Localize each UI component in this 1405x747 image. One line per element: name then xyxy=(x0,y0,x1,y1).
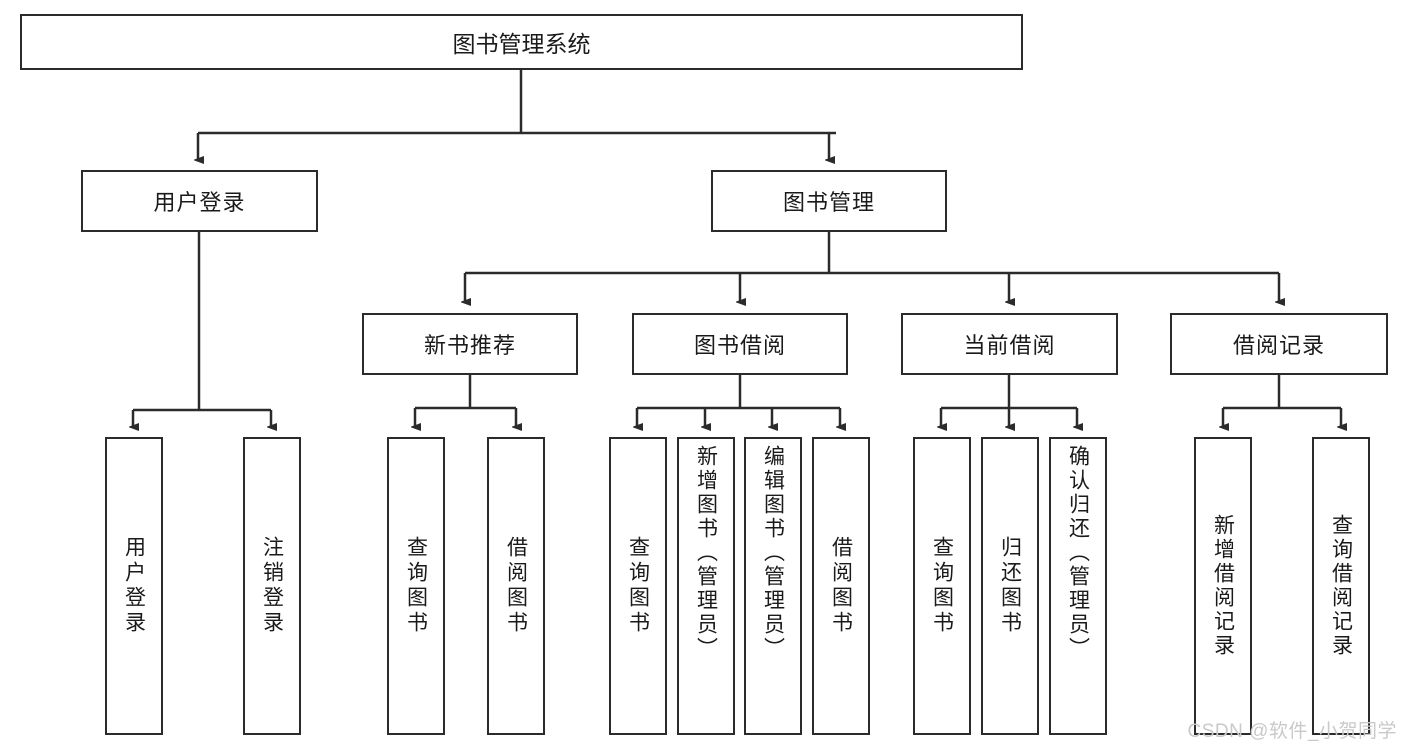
leaf-label: 用户登录 xyxy=(122,536,146,636)
node-label: 用户登录 xyxy=(153,190,246,215)
leaf-label: 编辑图书（管理员） xyxy=(761,445,785,661)
node-new-book-recommend[interactable]: 新书推荐 xyxy=(362,313,578,375)
node-book-management[interactable]: 图书管理 xyxy=(711,170,947,232)
watermark: CSDN @软件_小贺同学 xyxy=(1187,721,1397,742)
leaf-logout[interactable]: 注销登录 xyxy=(243,437,301,735)
leaf-borrow-book[interactable]: 借阅图书 xyxy=(812,437,870,735)
node-label: 图书借阅 xyxy=(693,333,786,358)
node-current-borrow[interactable]: 当前借阅 xyxy=(901,313,1118,375)
leaf-user-login[interactable]: 用户登录 xyxy=(105,437,163,735)
leaf-return-book[interactable]: 归还图书 xyxy=(981,437,1039,735)
leaf-label: 借阅图书 xyxy=(504,536,528,636)
leaf-label: 查询图书 xyxy=(930,536,954,636)
leaf-add-borrow-record[interactable]: 新增借阅记录 xyxy=(1194,437,1252,735)
leaf-label: 新增图书（管理员） xyxy=(694,445,718,661)
leaf-label: 查询图书 xyxy=(626,536,650,636)
node-root-system[interactable]: 图书管理系统 xyxy=(20,14,1023,70)
leaf-edit-book-admin[interactable]: 编辑图书（管理员） xyxy=(744,437,802,735)
leaf-query-book-borrow[interactable]: 查询图书 xyxy=(609,437,667,735)
node-label: 图书管理系统 xyxy=(452,31,591,57)
node-label: 当前借阅 xyxy=(963,333,1056,358)
leaf-query-book-recommend[interactable]: 查询图书 xyxy=(387,437,445,735)
node-label: 图书管理 xyxy=(782,190,875,215)
node-user-login[interactable]: 用户登录 xyxy=(81,170,318,232)
leaf-confirm-return-admin[interactable]: 确认归还（管理员） xyxy=(1049,437,1107,735)
leaf-label: 确认归还（管理员） xyxy=(1066,445,1090,661)
leaf-label: 查询图书 xyxy=(404,536,428,636)
leaf-borrow-book-recommend[interactable]: 借阅图书 xyxy=(487,437,545,735)
leaf-add-book-admin[interactable]: 新增图书（管理员） xyxy=(677,437,735,735)
leaf-query-borrow-record[interactable]: 查询借阅记录 xyxy=(1312,437,1370,735)
leaf-label: 查询借阅记录 xyxy=(1329,514,1353,658)
node-borrow-record[interactable]: 借阅记录 xyxy=(1170,313,1388,375)
leaf-label: 新增借阅记录 xyxy=(1211,514,1235,658)
node-label: 新书推荐 xyxy=(423,333,516,358)
leaf-label: 归还图书 xyxy=(998,536,1022,636)
node-label: 借阅记录 xyxy=(1232,333,1325,358)
leaf-label: 借阅图书 xyxy=(829,536,853,636)
node-book-borrow[interactable]: 图书借阅 xyxy=(632,313,848,375)
leaf-query-book-current[interactable]: 查询图书 xyxy=(913,437,971,735)
leaf-label: 注销登录 xyxy=(260,536,284,636)
